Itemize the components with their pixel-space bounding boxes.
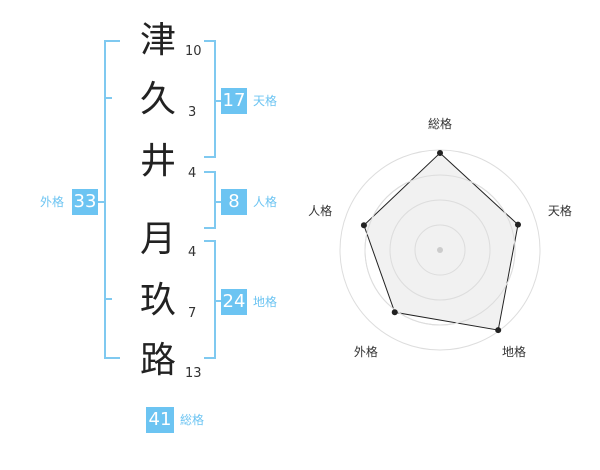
surname-char-2: 久 [139,79,176,120]
surname-char-3: 井 [139,141,176,182]
tenkaku-value: 17 [221,88,247,114]
radar-point-3 [495,327,502,334]
given-char-3: 路 [139,340,176,381]
tenkaku-bracket-connector [216,100,224,102]
given-strokes-1: 4 [188,245,197,260]
radar-grid-ring-inner [414,224,466,276]
surname-strokes-3: 4 [188,166,197,181]
gaikaku-bracket-tick-1 [104,97,112,99]
radar-axis-label-5: 人格 [308,203,332,218]
surname-char-1: 津 [139,20,176,61]
radar-point-2 [514,221,521,228]
gaikaku-bracket-tick-2 [104,298,112,300]
radar-axis-label-3: 地格 [502,344,526,359]
chikaku-bracket-connector [216,300,224,302]
gaikaku-label: 外格 [40,195,65,209]
given-char-1: 月 [139,219,176,260]
surname-strokes-2: 3 [188,105,197,120]
radar-axis-label-1: 総格 [428,116,452,131]
gaikaku-value: 33 [72,189,98,215]
soukaku-value: 41 [146,407,174,433]
chikaku-label: 地格 [253,295,278,309]
radar-axis-label-2: 天格 [548,203,572,218]
radar-point-4 [391,309,398,316]
gaikaku-bracket [104,40,120,359]
tenkaku-label: 天格 [253,94,278,108]
radar-center [437,247,443,253]
soukaku-label: 総格 [180,413,205,427]
jinkaku-bracket [204,171,216,229]
jinkaku-value: 8 [221,189,247,215]
jinkaku-label: 人格 [253,195,278,209]
radar-axis-label-4: 外格 [354,344,378,359]
chikaku-value: 24 [221,289,247,315]
gaikaku-bracket-connector [96,201,104,203]
given-char-2: 玖 [139,280,176,321]
surname-strokes-1: 10 [185,44,202,59]
chikaku-bracket [204,240,216,359]
given-strokes-3: 13 [185,366,202,381]
radar-grid-ring-inner [389,199,491,301]
radar-point-1 [437,150,443,156]
tenkaku-bracket [204,40,216,158]
given-strokes-2: 7 [188,306,197,321]
jinkaku-bracket-connector [216,201,224,203]
radar-point-5 [360,222,367,229]
radar-grid-ring-inner [364,174,516,326]
